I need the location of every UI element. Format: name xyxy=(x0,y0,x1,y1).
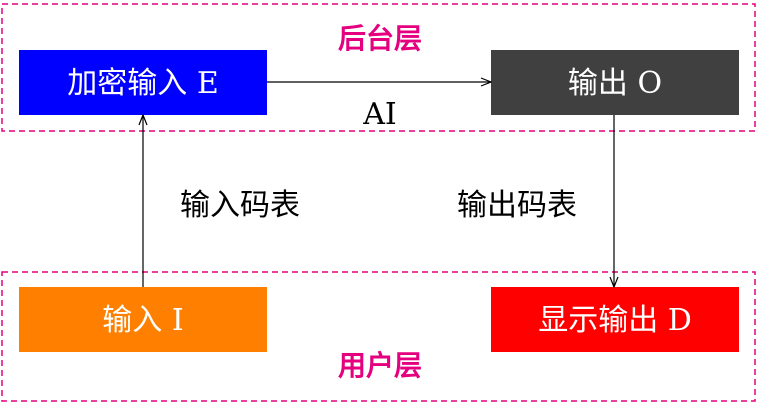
node-display-output-label: 显示输出 D xyxy=(538,303,692,338)
edge-label-ai: AI xyxy=(362,97,397,132)
node-encrypt-input-label: 加密输入 E xyxy=(67,66,218,101)
node-output-label: 输出 O xyxy=(568,66,662,101)
edge-label-input-codebook: 输入码表 xyxy=(180,188,300,223)
node-display-output: 显示输出 D xyxy=(491,287,739,352)
node-output: 输出 O xyxy=(491,50,739,115)
node-input-label: 输入 I xyxy=(102,303,183,338)
edge-label-output-codebook: 输出码表 xyxy=(457,188,577,223)
node-input: 输入 I xyxy=(19,287,267,352)
node-encrypt-input: 加密输入 E xyxy=(19,50,267,115)
user-layer-label: 用户层 xyxy=(338,349,422,382)
backend-layer-label: 后台层 xyxy=(338,22,422,55)
